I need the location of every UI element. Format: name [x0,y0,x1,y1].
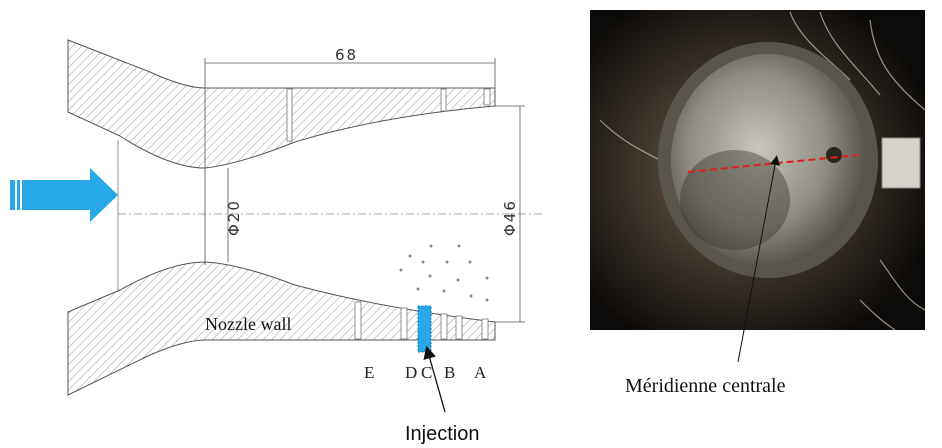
lower-port [481,318,489,340]
station-d-label: D [405,363,417,382]
flow-arrow [10,168,118,222]
nozzle-photo: Méridienne centrale [590,10,926,397]
injection-marker [417,305,432,353]
station-c-label: C [421,363,432,382]
meridian-label: Méridienne centrale [625,375,786,397]
injection-label: Injection [405,423,480,445]
photo-nozzle-disc [671,54,865,266]
length-dimension-label: 68 [335,46,358,64]
tap-dots [399,244,489,302]
photo-port-hole [826,147,842,163]
lower-port [455,315,463,340]
photo-sensor-block [881,137,921,189]
lower-port [440,313,448,340]
injection-pointer [423,345,446,413]
exit-diameter-label: Φ46 [501,199,519,236]
meridian-pointer [737,155,780,363]
lower-port [400,307,408,340]
throat-diameter-label: Φ20 [225,199,243,236]
lower-port [354,301,362,340]
nozzle-wall-label: Nozzle wall [205,314,291,334]
nozzle-drawing: 68 Φ20 Φ46 Nozzle wall E D C [10,39,545,445]
upper-port [440,88,447,112]
lower-nozzle-wall [67,261,496,396]
upper-port [483,88,491,106]
station-a-label: A [474,363,487,382]
photo-cables [599,11,926,331]
meridian-line [687,154,859,173]
upper-port [286,88,293,142]
photo-shadow [680,150,790,250]
station-b-label: B [444,363,455,382]
station-e-label: E [364,363,374,382]
upper-nozzle-wall [67,39,496,169]
